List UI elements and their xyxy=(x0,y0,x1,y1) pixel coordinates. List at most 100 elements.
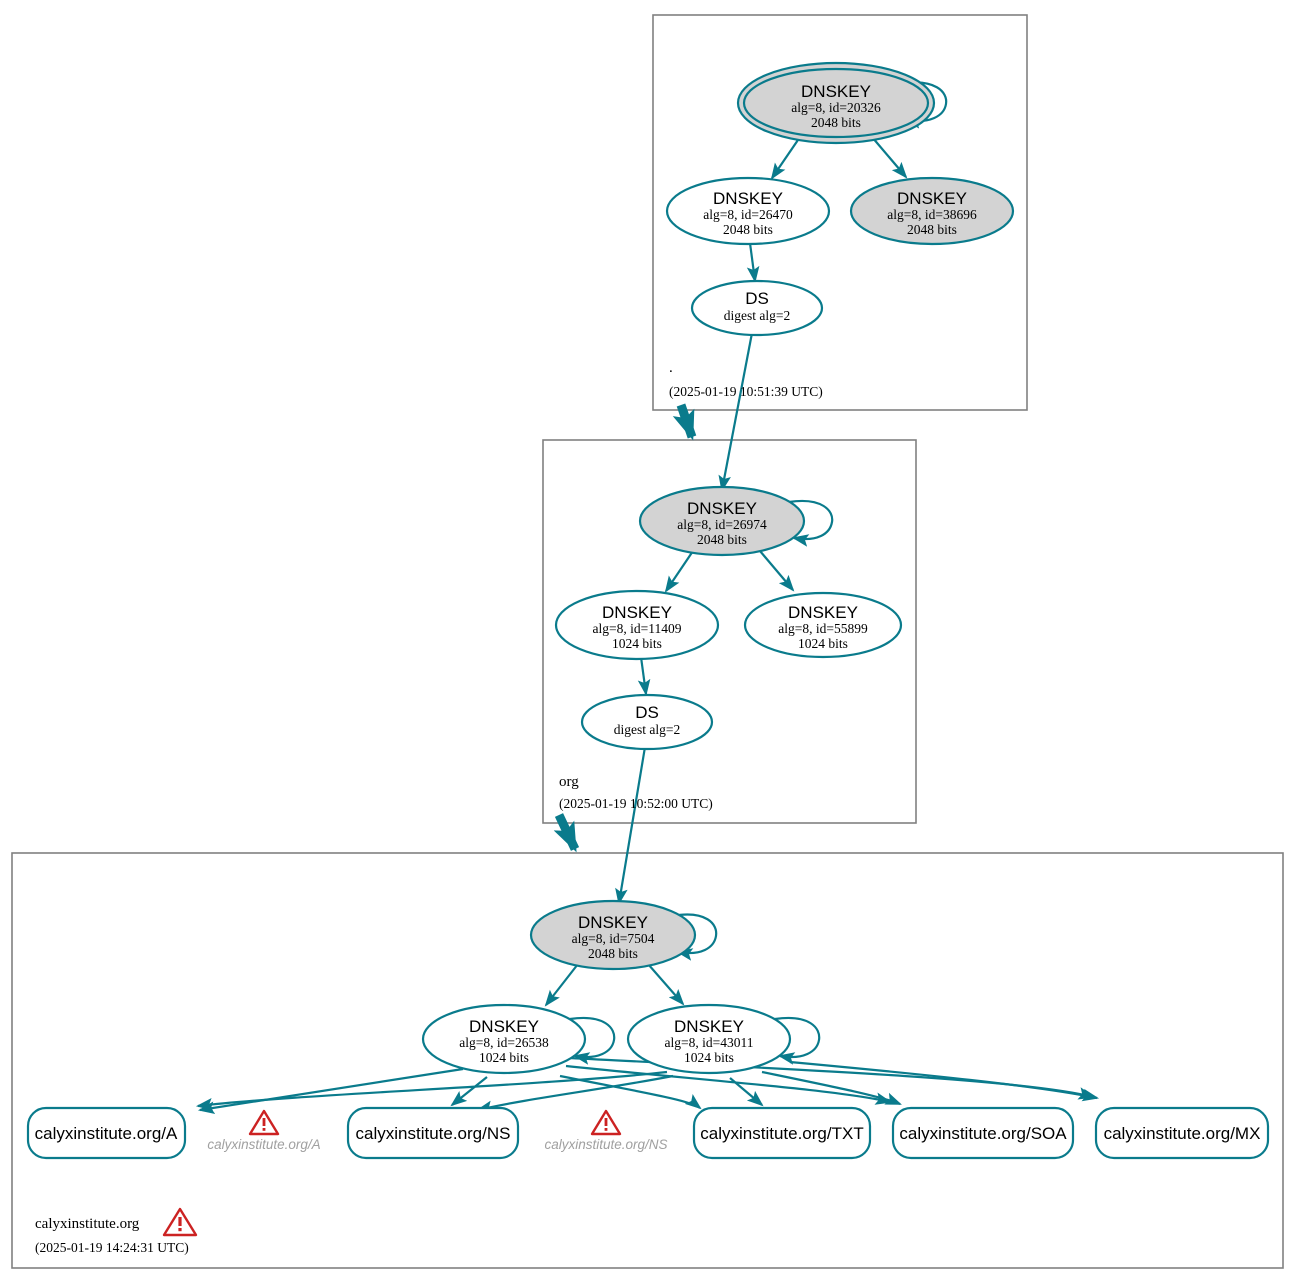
node-ellipse xyxy=(529,899,697,971)
edge-26538-to-soa xyxy=(565,1064,893,1105)
edge-org-ds-to-calyx-ksk xyxy=(615,746,647,906)
node-label-title: DNSKEY xyxy=(713,189,783,208)
warning-exclamation-dot xyxy=(178,1228,182,1232)
error-label: calyxinstitute.org/A xyxy=(207,1137,320,1152)
error-marker-a[interactable]: calyxinstitute.org/A xyxy=(207,1109,321,1152)
edge-org-11409-to-ds xyxy=(637,656,651,697)
node-label-title: DNSKEY xyxy=(788,603,858,622)
record-node-soa[interactable]: calyxinstitute.org/SOA xyxy=(891,1106,1075,1160)
edge-org-ksk-selfsign xyxy=(788,499,834,547)
node-label-title: DNSKEY xyxy=(897,189,967,208)
record-box xyxy=(346,1106,520,1160)
node-ellipse xyxy=(421,1003,587,1075)
zone-timestamp-root: (2025-01-19 10:51:39 UTC) xyxy=(669,384,823,399)
zone-box-root xyxy=(652,14,1028,411)
record-node-txt[interactable]: calyxinstitute.org/TXT xyxy=(692,1106,872,1160)
record-node-ns[interactable]: calyxinstitute.org/NS xyxy=(346,1106,520,1160)
node-calyx-dnskey-26538[interactable]: DNSKEY alg=8, id=26538 1024 bits xyxy=(421,1003,587,1075)
node-ellipse xyxy=(690,279,824,337)
trust-anchor-inner-ellipse xyxy=(742,67,930,139)
node-label-title: DS xyxy=(635,703,659,722)
warning-exclamation-dot xyxy=(262,1128,266,1131)
node-ellipse xyxy=(665,176,831,246)
zone-box-calyxinstitute xyxy=(11,852,1284,1269)
edge-org-ksk-to-55899 xyxy=(759,550,795,592)
edge-43011-to-ns xyxy=(475,1074,674,1113)
node-label-line3: 2048 bits xyxy=(697,532,747,547)
record-label: calyxinstitute.org/A xyxy=(35,1124,178,1143)
node-label-line2: alg=8, id=43011 xyxy=(665,1035,754,1050)
node-root-ksk-20326[interactable]: DNSKEY alg=8, id=20326 2048 bits xyxy=(736,61,936,145)
node-ellipse xyxy=(743,591,903,659)
node-org-dnskey-55899[interactable]: DNSKEY alg=8, id=55899 1024 bits xyxy=(743,591,903,659)
edge-calyx-ksk-selfsign xyxy=(671,913,718,961)
node-calyx-dnskey-7504[interactable]: DNSKEY alg=8, id=7504 2048 bits xyxy=(529,899,697,971)
edge-43011-to-a xyxy=(195,1070,668,1111)
node-org-ds[interactable]: DS digest alg=2 xyxy=(580,693,714,751)
node-label-line2: alg=8, id=38696 xyxy=(887,207,977,222)
edge-calyx-ksk-to-43011 xyxy=(647,963,685,1006)
node-root-dnskey-26470[interactable]: DNSKEY alg=8, id=26470 2048 bits xyxy=(665,176,831,246)
node-calyx-dnskey-43011[interactable]: DNSKEY alg=8, id=43011 1024 bits xyxy=(626,1003,792,1075)
node-label-line3: 1024 bits xyxy=(479,1050,529,1065)
node-label-title: DNSKEY xyxy=(578,913,648,932)
edge-calyx-ksk-to-26538 xyxy=(544,963,579,1007)
error-label: calyxinstitute.org/NS xyxy=(544,1137,667,1152)
node-label-title: DNSKEY xyxy=(602,603,672,622)
edge-calyx-43011-selfsign xyxy=(774,1016,821,1065)
node-label-line2: alg=8, id=26974 xyxy=(677,517,767,532)
node-label-line2: alg=8, id=55899 xyxy=(778,621,868,636)
node-ellipse xyxy=(849,176,1015,246)
delegation-arrow-root-to-org xyxy=(672,403,697,441)
node-org-dnskey-11409[interactable]: DNSKEY alg=8, id=11409 1024 bits xyxy=(554,589,720,661)
zone-label-org: org xyxy=(559,774,579,790)
node-ellipse xyxy=(554,589,720,661)
edge-root-ksk-to-26470 xyxy=(770,136,801,180)
node-ellipse xyxy=(580,693,714,751)
node-root-ds[interactable]: DS digest alg=2 xyxy=(690,279,824,337)
record-box xyxy=(891,1106,1075,1160)
node-label-line3: 1024 bits xyxy=(612,636,662,651)
warning-exclamation-dot xyxy=(604,1128,608,1131)
edge-26538-to-mx xyxy=(569,1056,1095,1100)
node-label-line3: 2048 bits xyxy=(723,222,773,237)
node-label-line2: alg=8, id=26470 xyxy=(703,207,793,222)
zone-warning-calyxinstitute[interactable] xyxy=(162,1207,198,1237)
record-box xyxy=(26,1106,187,1160)
zone-timestamp-calyxinstitute: (2025-01-19 14:24:31 UTC) xyxy=(35,1240,189,1255)
warning-exclamation-bar xyxy=(262,1118,266,1126)
edge-org-ksk-to-11409 xyxy=(664,550,694,593)
node-label-line2: alg=8, id=7504 xyxy=(572,931,655,946)
edge-43011-to-mx xyxy=(789,1060,1100,1102)
zone-timestamp-org: (2025-01-19 10:52:00 UTC) xyxy=(559,796,713,811)
edge-root-ds-to-org-ksk xyxy=(718,332,754,493)
error-marker-ns[interactable]: calyxinstitute.org/NS xyxy=(544,1109,668,1152)
record-node-a[interactable]: calyxinstitute.org/A xyxy=(26,1106,187,1160)
node-label-title: DNSKEY xyxy=(801,82,871,101)
zone-label-root: . xyxy=(669,360,673,376)
node-org-dnskey-26974[interactable]: DNSKEY alg=8, id=26974 2048 bits xyxy=(638,485,806,557)
node-label-title: DNSKEY xyxy=(469,1017,539,1036)
warning-exclamation-bar xyxy=(604,1118,608,1126)
record-node-mx[interactable]: calyxinstitute.org/MX xyxy=(1094,1106,1270,1160)
record-label: calyxinstitute.org/SOA xyxy=(899,1124,1067,1143)
node-label-line2: digest alg=2 xyxy=(614,722,680,737)
node-label-title: DNSKEY xyxy=(674,1017,744,1036)
record-label: calyxinstitute.org/TXT xyxy=(700,1124,863,1143)
node-label-line3: 2048 bits xyxy=(588,946,638,961)
node-label-line2: digest alg=2 xyxy=(724,308,790,323)
edge-26538-to-ns xyxy=(450,1076,488,1107)
node-label-line2: alg=8, id=26538 xyxy=(459,1035,549,1050)
node-ellipse xyxy=(626,1003,792,1075)
edge-26538-to-txt xyxy=(559,1074,702,1110)
node-label-line2: alg=8, id=20326 xyxy=(791,100,881,115)
record-box xyxy=(1094,1106,1270,1160)
node-label-line3: 1024 bits xyxy=(684,1050,734,1065)
edge-calyx-26538-selfsign xyxy=(569,1016,616,1065)
zone-box-org xyxy=(542,439,917,824)
zone-label-calyxinstitute: calyxinstitute.org xyxy=(35,1216,140,1232)
node-label-line3: 2048 bits xyxy=(907,222,957,237)
node-root-dnskey-38696[interactable]: DNSKEY alg=8, id=38696 2048 bits xyxy=(849,176,1015,246)
